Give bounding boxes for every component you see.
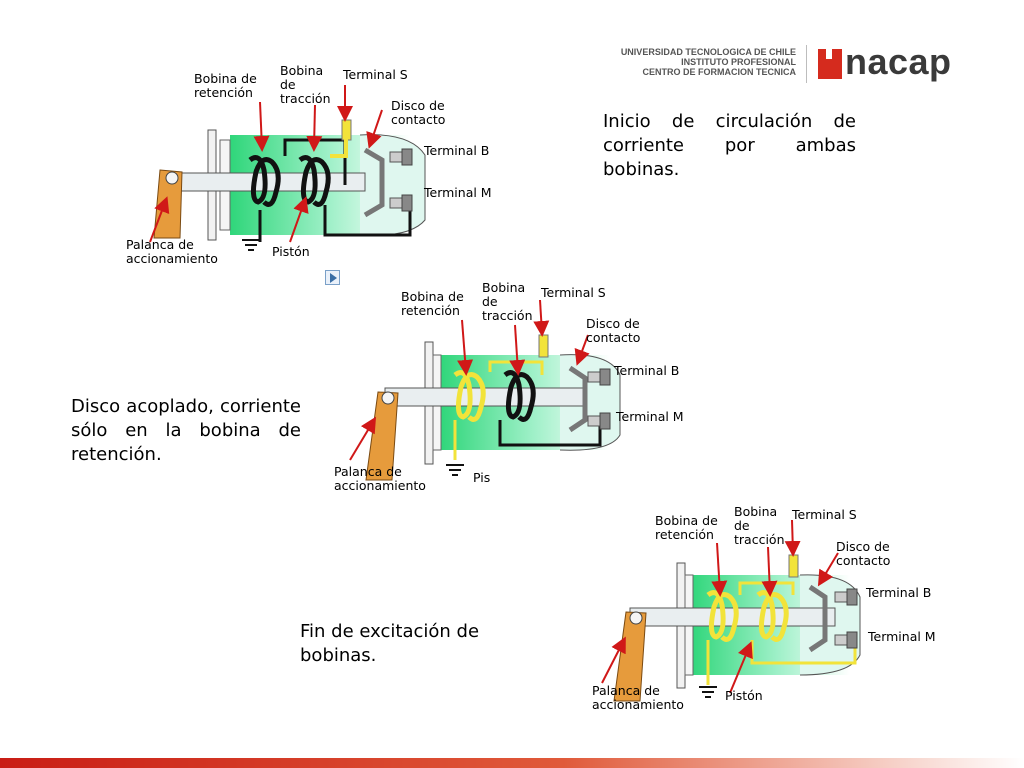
- terminal-b-stud: [587, 371, 601, 383]
- caption-diagram-1: Inicio de circulación de corriente por a…: [603, 111, 856, 180]
- contact-disc: [808, 584, 828, 653]
- inacap-logo: nacap: [818, 41, 968, 86]
- holding-coil: [706, 590, 739, 642]
- piston-shaft: [174, 172, 366, 192]
- logo-divider: [806, 45, 807, 83]
- terminal-s: [538, 334, 549, 358]
- label-piston-3: Pistón: [725, 688, 763, 703]
- label-terminal-m-1: Terminal M: [424, 185, 492, 200]
- label-terminal-s-2: Terminal S: [541, 285, 606, 300]
- play-icon[interactable]: [325, 270, 340, 285]
- contact-disc: [363, 147, 385, 218]
- terminal-m-stud: [587, 415, 601, 427]
- label-mask: [490, 465, 590, 490]
- ground-symbol: [242, 239, 260, 251]
- solenoid-diagram-1: [149, 85, 426, 251]
- institution-line-3: CENTRO DE FORMACION TECNICA: [642, 67, 797, 77]
- terminal-s: [341, 119, 352, 141]
- caption-diagram-2: Disco acoplado, corriente sólo en la bob…: [71, 396, 301, 465]
- terminal-s-wire: [330, 138, 348, 158]
- label-piston-2: Pis: [473, 470, 491, 485]
- lever-pivot: [629, 611, 643, 625]
- pull-coil-wiring: [498, 420, 602, 447]
- label-terminal-m-2: Terminal M: [616, 409, 684, 424]
- terminal-s: [788, 554, 799, 578]
- institution-line-2: INSTITUTO PROFESIONAL: [681, 57, 796, 67]
- terminal-m-nut: [846, 631, 858, 649]
- label-terminal-s-3: Terminal S: [792, 507, 857, 522]
- label-piston-1: Pistón: [272, 244, 310, 259]
- pull-coil: [298, 155, 331, 207]
- pull-coil: [756, 590, 789, 642]
- logo-red-block-notch: [826, 49, 832, 59]
- lever-pivot: [165, 171, 179, 185]
- label-terminal-b-1: Terminal B: [424, 143, 490, 158]
- terminal-m-nut: [401, 194, 413, 212]
- pull-coil: [503, 370, 536, 422]
- solenoid-diagram-2: [349, 299, 621, 490]
- terminal-b-stud: [834, 591, 848, 603]
- terminal-m-stud: [834, 634, 848, 646]
- label-terminal-b-3: Terminal B: [866, 585, 932, 600]
- terminal-b-nut: [599, 368, 611, 386]
- terminal-b-nut: [401, 148, 413, 166]
- institution-line-1: UNIVERSIDAD TECNOLOGICA DE CHILE: [620, 47, 796, 57]
- footer-accent-bar: [0, 758, 1024, 768]
- terminal-m-stud: [389, 197, 403, 209]
- terminal-b-stud: [389, 151, 403, 163]
- label-terminal-b-2: Terminal B: [614, 363, 680, 378]
- solenoid-diagram-3: [601, 519, 861, 702]
- solenoid-cap: [359, 134, 426, 236]
- caption-diagram-3: Fin de excitación de bobinas.: [300, 621, 480, 666]
- holding-coil: [248, 155, 281, 207]
- logo-wordmark: nacap: [845, 41, 952, 82]
- ground-symbol: [446, 464, 464, 476]
- terminal-b-nut: [846, 588, 858, 606]
- terminal-m-nut: [599, 412, 611, 430]
- holding-coil: [453, 370, 486, 422]
- contact-disc: [568, 365, 588, 433]
- label-terminal-s-1: Terminal S: [343, 67, 408, 82]
- label-terminal-m-3: Terminal M: [868, 629, 936, 644]
- lever-pivot: [381, 391, 395, 405]
- institution-name: UNIVERSIDAD TECNOLOGICA DE CHILE INSTITU…: [600, 47, 796, 77]
- ground-symbol: [699, 686, 717, 698]
